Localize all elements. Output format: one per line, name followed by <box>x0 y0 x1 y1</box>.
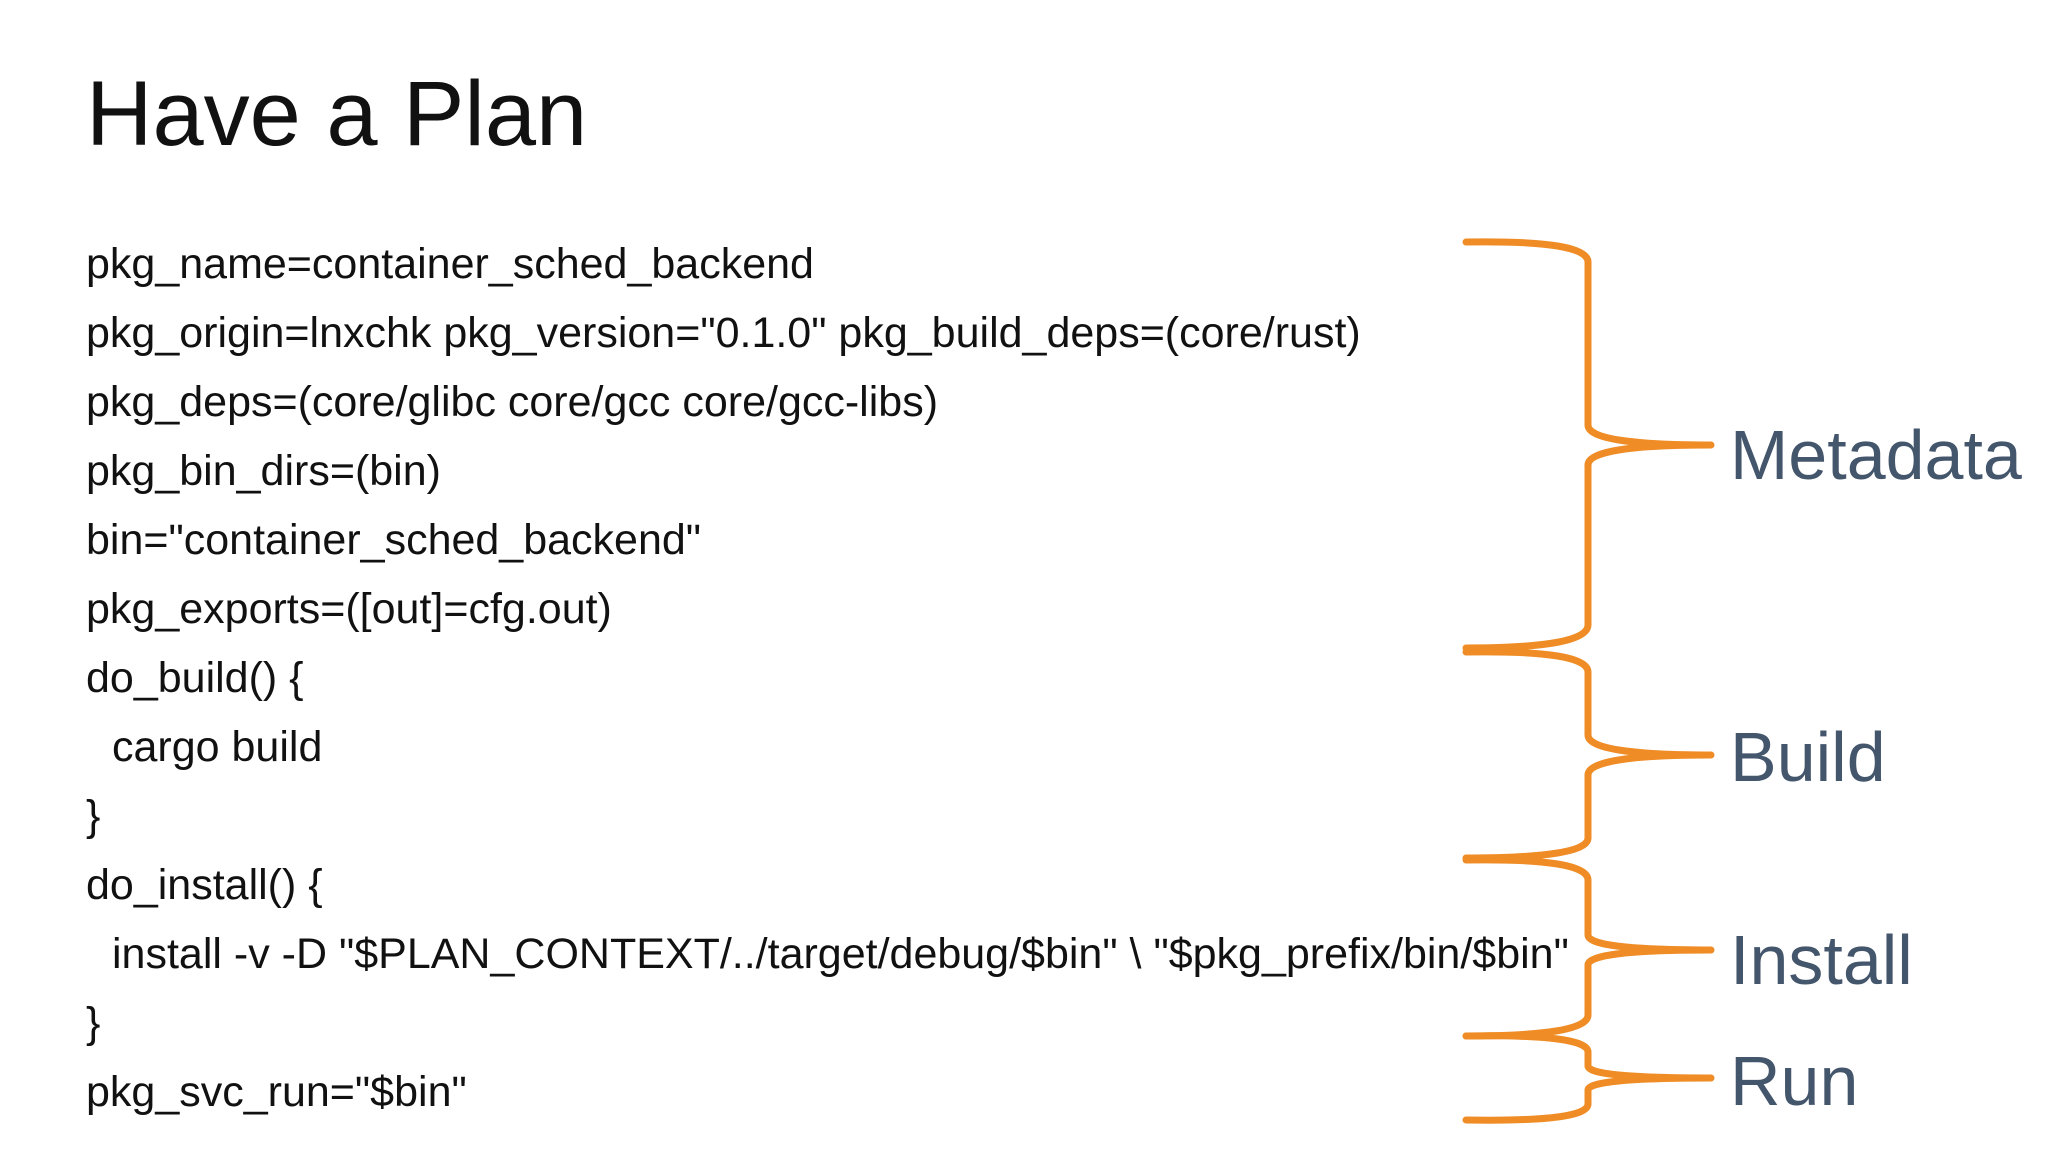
plan-code-block: pkg_name=container_sched_backend pkg_ori… <box>86 230 1569 1127</box>
code-line: pkg_svc_run="$bin" <box>86 1068 467 1116</box>
code-line: pkg_origin=lnxchk pkg_version="0.1.0" pk… <box>86 309 1361 357</box>
code-line: bin="container_sched_backend" <box>86 516 702 564</box>
section-label-build: Build <box>1730 718 1886 796</box>
code-line: pkg_name=container_sched_backend <box>86 240 814 288</box>
section-label-run: Run <box>1730 1042 1859 1120</box>
code-line: do_build() { <box>86 654 304 702</box>
slide-title: Have a Plan <box>86 63 588 165</box>
section-label-install: Install <box>1730 921 1913 999</box>
code-line: pkg_exports=([out]=cfg.out) <box>86 585 612 633</box>
code-line: pkg_deps=(core/glibc core/gcc core/gcc-l… <box>86 378 939 426</box>
code-line: cargo build <box>112 723 323 771</box>
code-line: install -v -D "$PLAN_CONTEXT/../target/d… <box>112 930 1569 978</box>
code-line: do_install() { <box>86 861 323 909</box>
section-label-metadata: Metadata <box>1730 416 2022 494</box>
code-line: } <box>86 792 101 840</box>
code-line: pkg_bin_dirs=(bin) <box>86 447 441 495</box>
code-line: } <box>86 999 101 1047</box>
